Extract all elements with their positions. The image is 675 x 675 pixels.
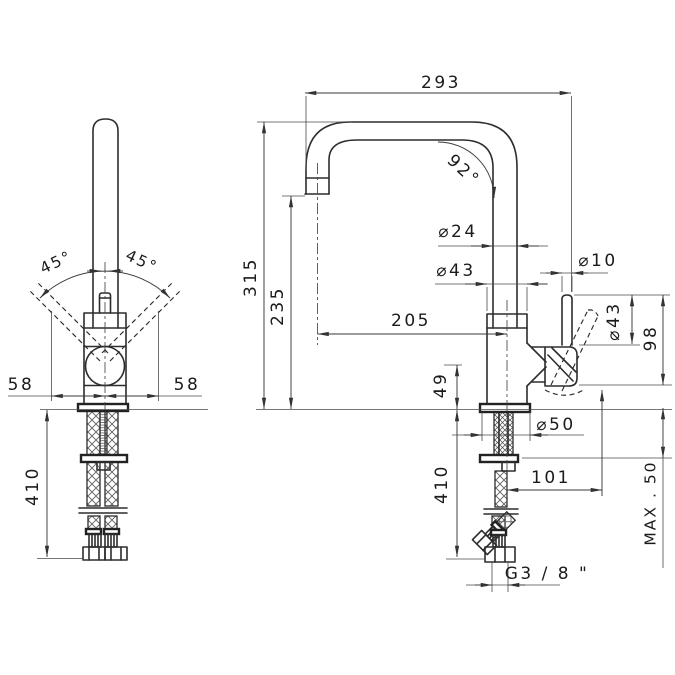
side-view-dimensions: 293 92° ⌀24 ⌀43 ⌀10 315 235 205 ⌀43 98 4… [241, 73, 672, 592]
dim-center-reach: 205 [391, 311, 431, 331]
dim-column-dia: ⌀43 [436, 261, 475, 281]
front-view-hoses [78, 410, 128, 561]
hose-nut-side [484, 546, 516, 563]
spout-inner [328, 139, 494, 315]
base-plate-side [478, 402, 532, 414]
dim-handle-dia: ⌀43 [604, 301, 624, 340]
hose-side [494, 470, 508, 508]
angle-arc [437, 141, 497, 199]
swing-arc [39, 270, 171, 299]
mounting-flange-side [478, 453, 520, 464]
dim-pivot-height: 49 [431, 372, 451, 399]
base-plate-front [76, 402, 130, 413]
handle-stem-side [561, 294, 573, 346]
dim-angle-right: 45° [123, 246, 161, 276]
front-view-swing-lines [29, 262, 181, 410]
dim-base-dia: ⌀50 [536, 415, 575, 435]
mounting-stud [99, 410, 108, 462]
dim-depth-front: 410 [23, 466, 43, 506]
dim-thread: G3 / 8 " [505, 564, 590, 584]
dim-reach: 293 [421, 73, 461, 93]
valve-housing [544, 346, 578, 387]
side-view-body [304, 121, 599, 502]
dim-handle-reach: 101 [531, 468, 571, 488]
dim-stem-dia: ⌀10 [578, 251, 617, 271]
dim-spout-height: 235 [268, 286, 288, 326]
front-view-dimensions: 45° 45° 58 58 410 [8, 246, 208, 559]
front-view: 45° 45° 58 58 410 [8, 118, 208, 561]
side-view: 293 92° ⌀24 ⌀43 ⌀10 315 235 205 ⌀43 98 4… [241, 73, 672, 592]
spout-tube-front [92, 118, 119, 314]
hose-nut [104, 546, 128, 561]
mounting-nut-side [501, 461, 516, 472]
dim-angle-left: 45° [37, 247, 75, 277]
side-view-hoses [471, 410, 519, 563]
dim-height: 315 [241, 257, 261, 297]
mounting-nut [96, 461, 111, 471]
dim-angle: 92° [443, 151, 484, 191]
dim-width-right: 58 [174, 375, 201, 395]
dim-width-left: 58 [8, 375, 35, 395]
dim-deck-max: MAX . 50 [641, 460, 659, 545]
mounting-flange-front [79, 453, 129, 464]
dim-depth-side: 410 [432, 464, 452, 504]
valve-neck [526, 342, 547, 387]
threaded-shank [493, 410, 514, 456]
spout-outer [305, 121, 518, 315]
dim-handle-height: 98 [641, 325, 661, 352]
dim-tube-dia: ⌀24 [438, 222, 477, 242]
hose-nut [82, 546, 106, 561]
